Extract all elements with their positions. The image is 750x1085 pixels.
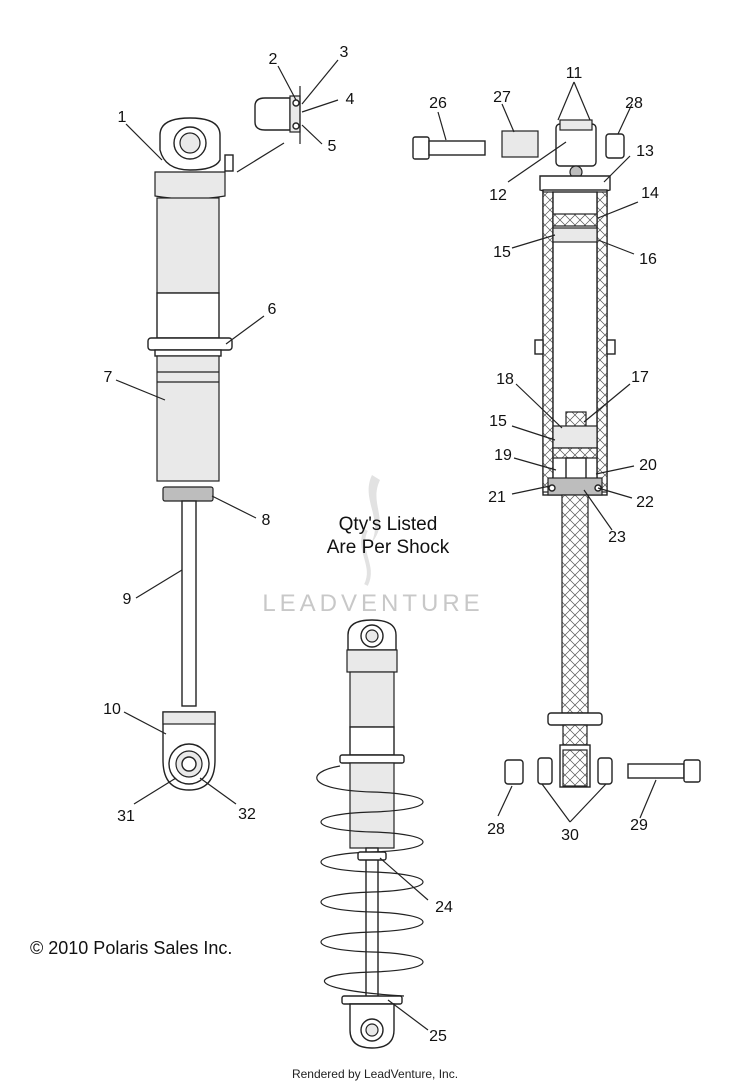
footer-text: Rendered by LeadVenture, Inc. [292, 1067, 458, 1081]
callout-28-top: 28 [625, 95, 643, 112]
callout-18: 18 [496, 371, 514, 388]
callout-14: 14 [641, 185, 659, 202]
callout-28-bottom: 28 [487, 821, 505, 838]
note-line-1: Qty's Listed [339, 514, 438, 535]
valve-assembly [236, 86, 301, 173]
callout-19: 19 [494, 447, 512, 464]
callout-22: 22 [636, 494, 654, 511]
callout-30: 30 [561, 827, 579, 844]
watermark-text: LEADVENTURE [262, 590, 483, 617]
callout-4: 4 [346, 91, 355, 108]
callout-2: 2 [269, 51, 278, 68]
callout-32: 32 [238, 806, 256, 823]
callout-6: 6 [268, 301, 277, 318]
callout-10: 10 [103, 701, 121, 718]
callout-15-bottom: 15 [489, 413, 507, 430]
callout-labels: 1 2 3 4 5 6 7 8 9 10 11 12 13 14 15 15 1… [103, 44, 659, 1045]
callout-24: 24 [435, 899, 453, 916]
callout-26: 26 [429, 95, 447, 112]
note-line-2: Are Per Shock [327, 537, 450, 558]
callout-8: 8 [262, 512, 271, 529]
coil-spring [316, 765, 424, 997]
callout-5: 5 [328, 138, 337, 155]
callout-7: 7 [104, 369, 113, 386]
callout-16: 16 [639, 251, 657, 268]
callout-13: 13 [636, 143, 654, 160]
leader-lines [115, 59, 657, 1031]
shock-cross-section [534, 119, 616, 788]
callout-20: 20 [639, 457, 657, 474]
callout-11: 11 [566, 65, 583, 82]
callout-17: 17 [631, 369, 649, 386]
quantity-note: Qty's Listed Are Per Shock [327, 514, 450, 558]
callout-1: 1 [118, 109, 127, 126]
callout-29: 29 [630, 817, 648, 834]
callout-9: 9 [123, 591, 132, 608]
leadventure-watermark: LEADVENTURE [262, 475, 483, 617]
callout-31: 31 [117, 808, 135, 825]
callout-27: 27 [493, 89, 511, 106]
callout-15-top: 15 [493, 244, 511, 261]
copyright-text: © 2010 Polaris Sales Inc. [30, 938, 232, 958]
callout-21: 21 [488, 489, 506, 506]
callout-25: 25 [429, 1028, 447, 1045]
shock-assembly-external [147, 117, 234, 791]
callout-23: 23 [608, 529, 626, 546]
callout-3: 3 [340, 44, 349, 61]
mounting-hardware [412, 130, 701, 785]
callout-12: 12 [489, 187, 507, 204]
shock-with-spring [316, 619, 424, 1049]
